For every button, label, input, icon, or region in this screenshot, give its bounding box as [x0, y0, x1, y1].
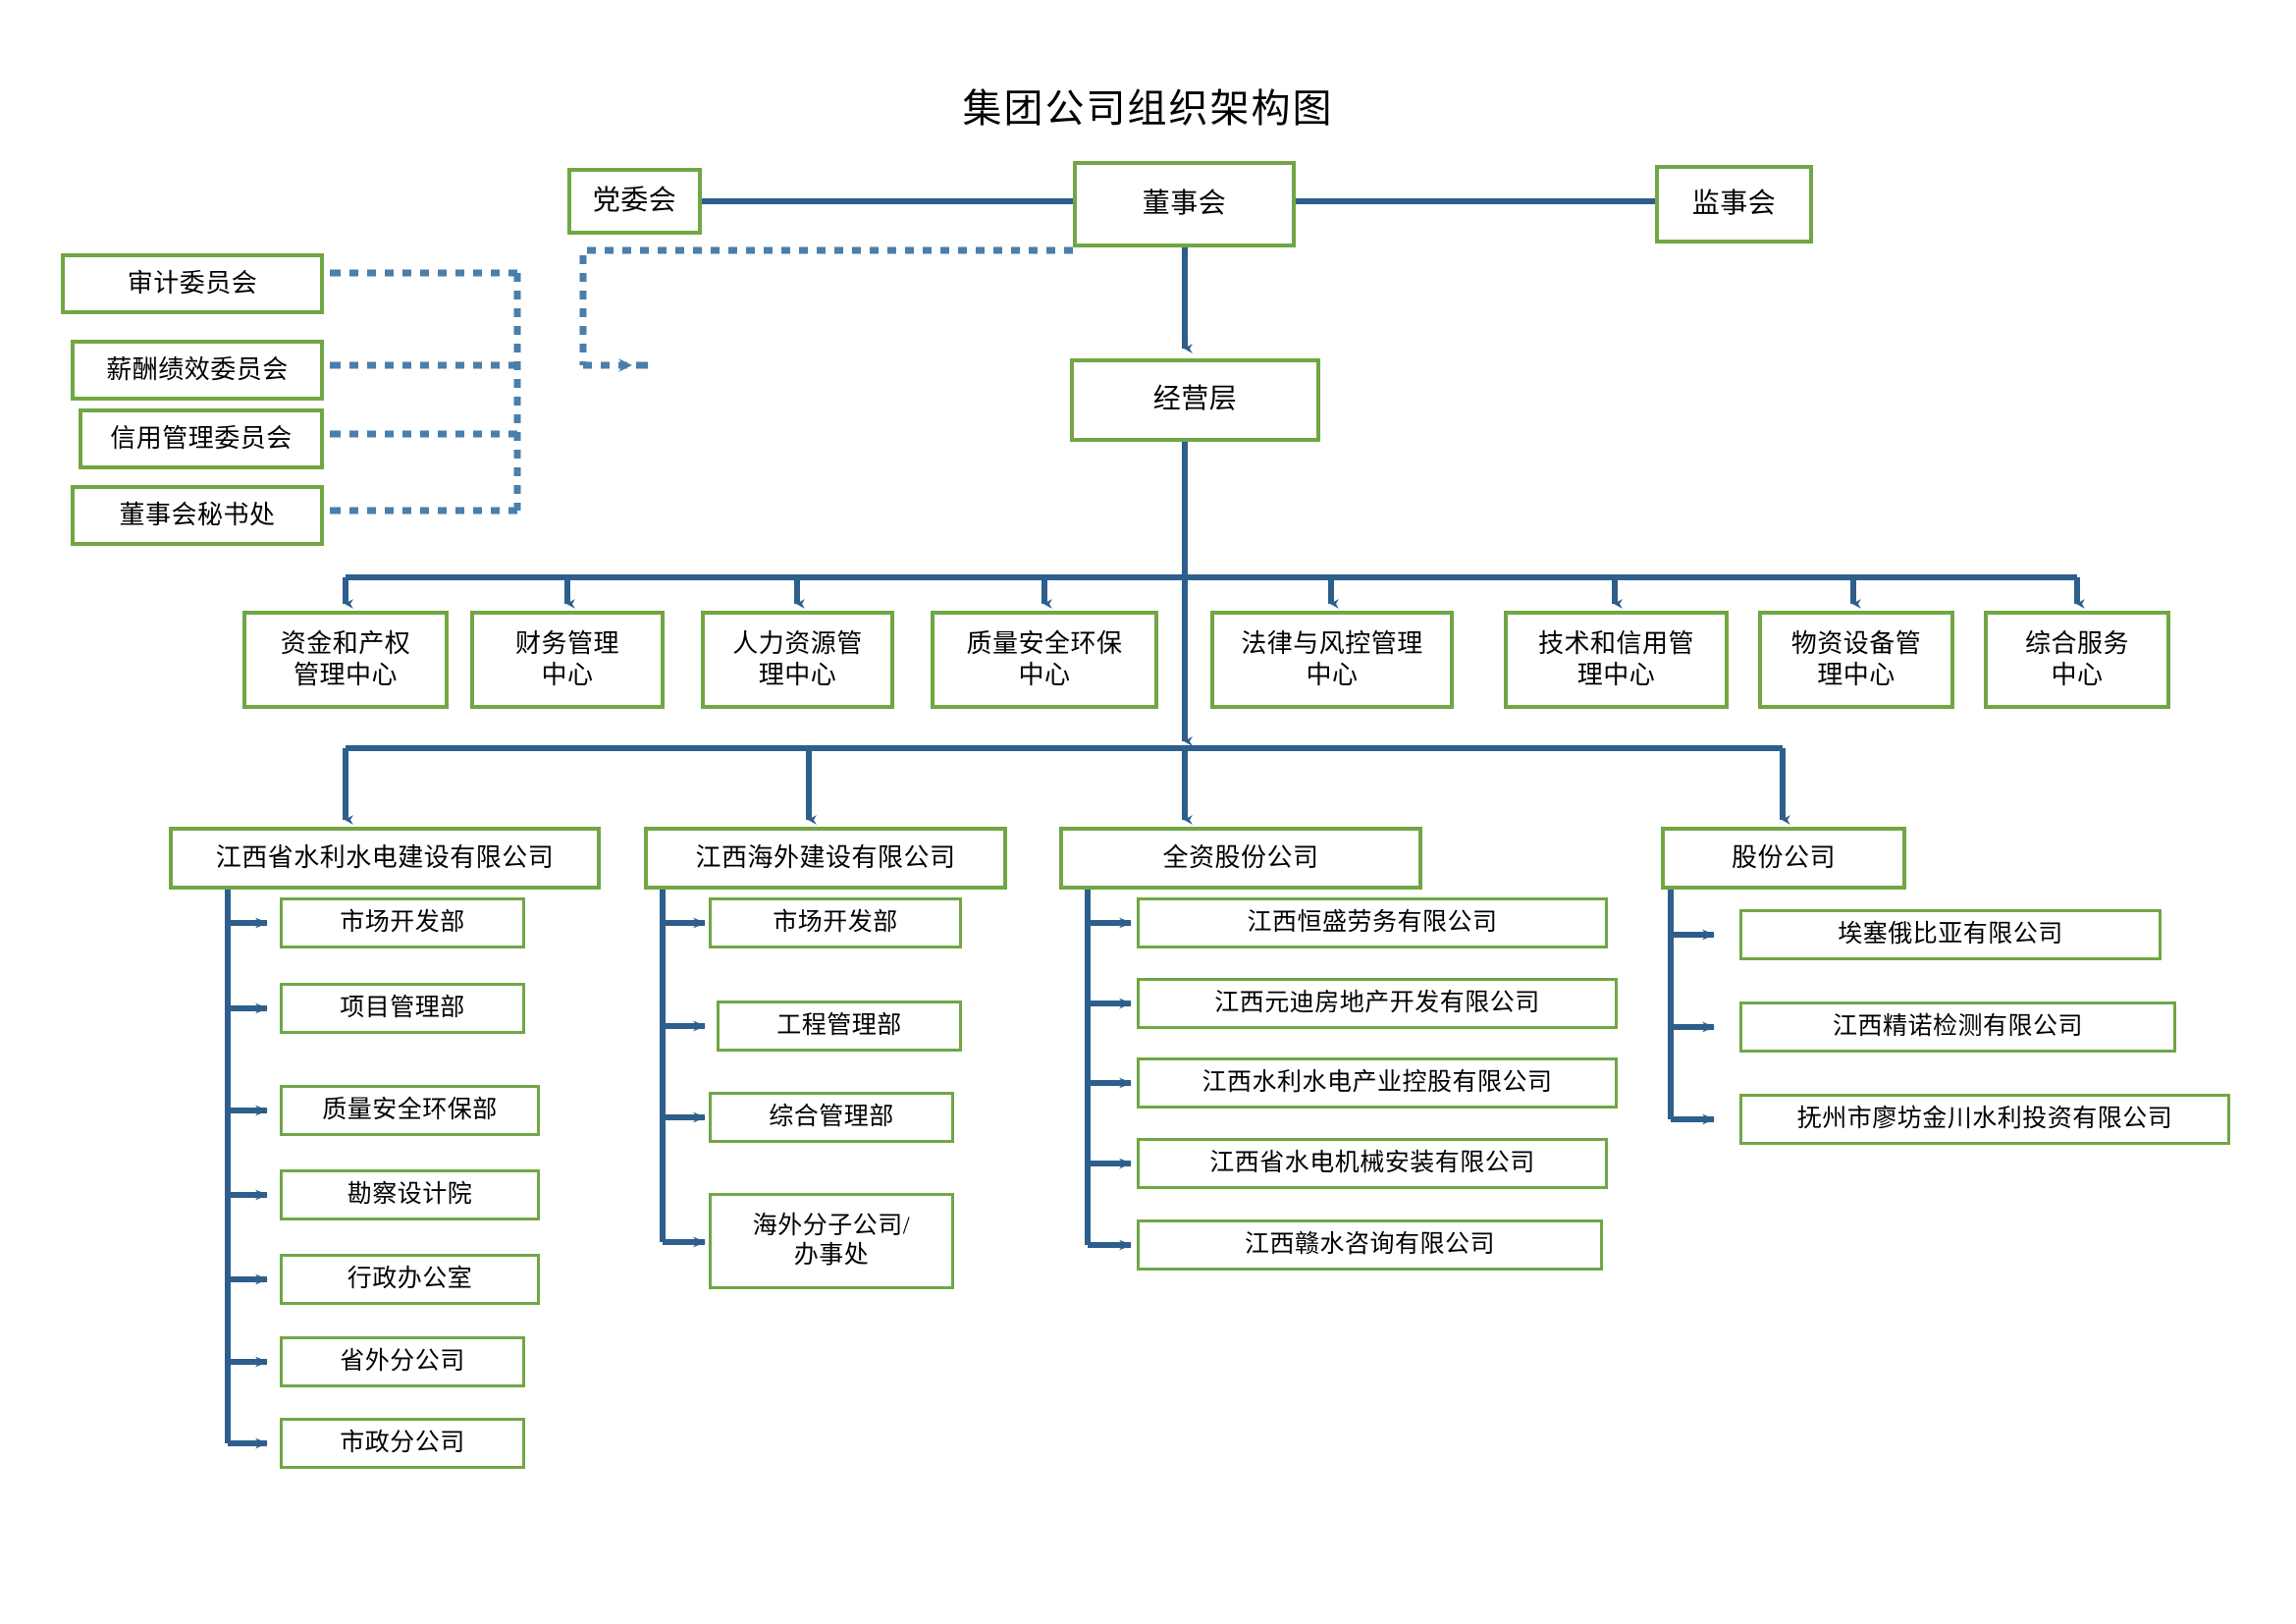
- node-company-water-power-industry-holding[interactable]: 江西水利水电产业控股有限公司: [1137, 1057, 1618, 1109]
- node-center-funds-equity[interactable]: 资金和产权 管理中心: [242, 611, 449, 709]
- node-dept-out-of-province-branch[interactable]: 省外分公司: [280, 1336, 525, 1387]
- node-audit-committee[interactable]: 审计委员会: [61, 253, 324, 314]
- node-management-layer[interactable]: 经营层: [1070, 358, 1320, 442]
- node-center-general-services[interactable]: 综合服务 中心: [1984, 611, 2170, 709]
- node-dept-engineering-management[interactable]: 工程管理部: [717, 1001, 962, 1052]
- node-subsidiary-joint-stock[interactable]: 股份公司: [1661, 827, 1906, 890]
- node-board-secretariat[interactable]: 董事会秘书处: [71, 485, 324, 546]
- node-center-quality-safety-environment[interactable]: 质量安全环保 中心: [931, 611, 1158, 709]
- node-center-materials-equipment[interactable]: 物资设备管 理中心: [1758, 611, 1954, 709]
- node-company-hengsheng-labor[interactable]: 江西恒盛劳务有限公司: [1137, 897, 1608, 948]
- node-dept-overseas-branches-offices[interactable]: 海外分子公司/ 办事处: [709, 1193, 954, 1289]
- node-dept-administrative-office[interactable]: 行政办公室: [280, 1254, 540, 1305]
- node-company-ganshui-consulting[interactable]: 江西赣水咨询有限公司: [1137, 1219, 1603, 1271]
- node-subsidiary-jiangxi-overseas[interactable]: 江西海外建设有限公司: [644, 827, 1007, 890]
- node-company-jingnuo-testing[interactable]: 江西精诺检测有限公司: [1739, 1001, 2176, 1053]
- node-dept-survey-design-institute[interactable]: 勘察设计院: [280, 1169, 540, 1220]
- node-dept-quality-safety-environment[interactable]: 质量安全环保部: [280, 1085, 540, 1136]
- node-company-yuandi-real-estate[interactable]: 江西元迪房地产开发有限公司: [1137, 978, 1618, 1029]
- node-subsidiary-jiangxi-water-conservancy[interactable]: 江西省水利水电建设有限公司: [169, 827, 601, 890]
- node-dept-general-management[interactable]: 综合管理部: [709, 1092, 954, 1143]
- node-dept-municipal-branch[interactable]: 市政分公司: [280, 1418, 525, 1469]
- node-board-of-directors[interactable]: 董事会: [1073, 161, 1296, 247]
- page-title: 集团公司组织架构图: [962, 86, 1334, 131]
- node-compensation-committee[interactable]: 薪酬绩效委员会: [71, 340, 324, 401]
- node-center-technology-credit[interactable]: 技术和信用管 理中心: [1504, 611, 1729, 709]
- node-supervisory-board[interactable]: 监事会: [1655, 165, 1813, 244]
- node-party-committee[interactable]: 党委会: [567, 168, 702, 235]
- node-center-legal-risk[interactable]: 法律与风控管理 中心: [1210, 611, 1454, 709]
- node-center-human-resources[interactable]: 人力资源管 理中心: [701, 611, 894, 709]
- node-company-hydro-machinery-installation[interactable]: 江西省水电机械安装有限公司: [1137, 1138, 1608, 1189]
- node-center-finance[interactable]: 财务管理 中心: [470, 611, 665, 709]
- node-company-liaofang-jinchuan-water-investment[interactable]: 抚州市廖坊金川水利投资有限公司: [1739, 1094, 2230, 1145]
- node-subsidiary-wholly-owned[interactable]: 全资股份公司: [1059, 827, 1422, 890]
- node-credit-management-committee[interactable]: 信用管理委员会: [79, 408, 324, 469]
- node-dept-market-development-2[interactable]: 市场开发部: [709, 897, 962, 948]
- node-dept-market-development-1[interactable]: 市场开发部: [280, 897, 525, 948]
- node-company-ethiopia[interactable]: 埃塞俄比亚有限公司: [1739, 909, 2162, 960]
- node-dept-project-management[interactable]: 项目管理部: [280, 983, 525, 1034]
